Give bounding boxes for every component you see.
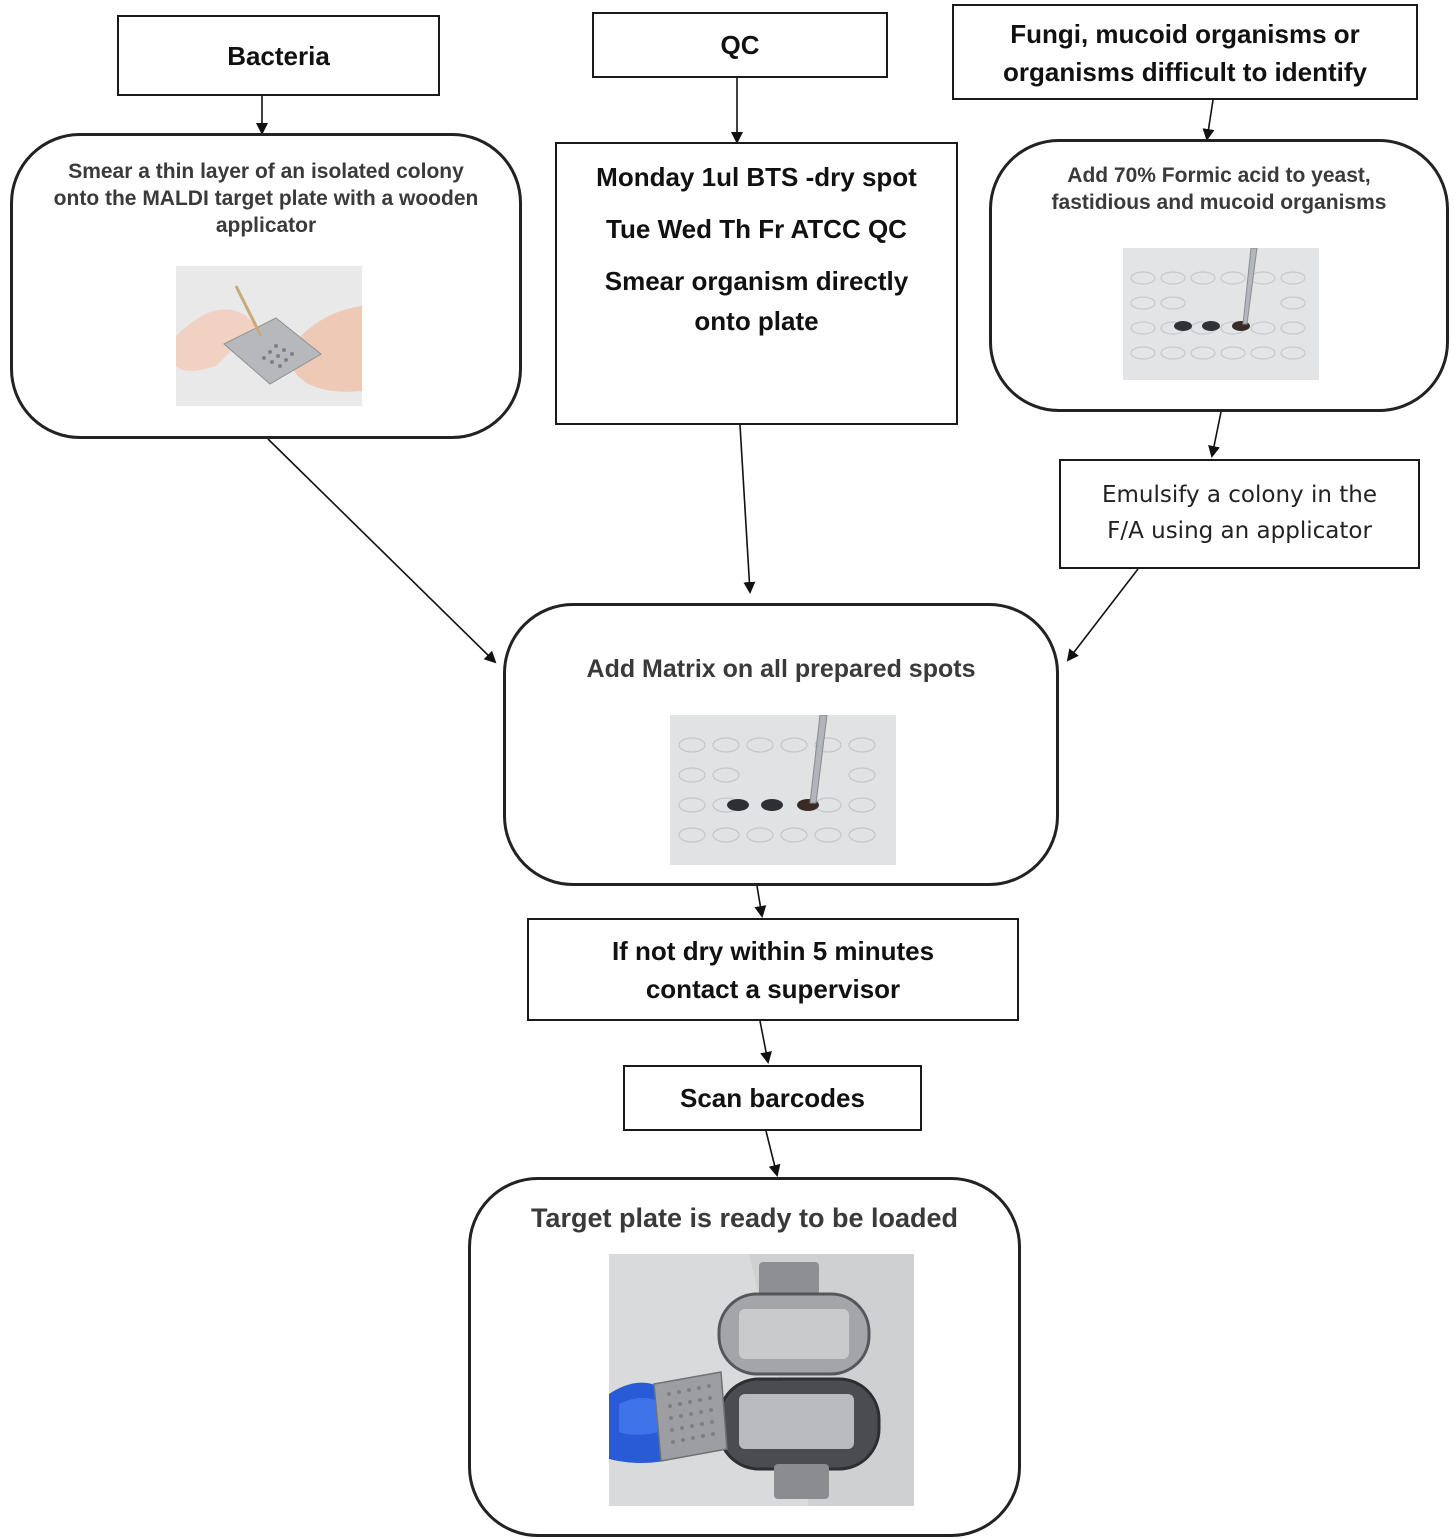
emulsify-box: Emulsify a colony in the F/A using an ap… [1059,459,1420,569]
arrow-formic-to-emulsify [1208,411,1222,458]
plate-ready-photo [609,1254,914,1506]
arrow-fungi-to-formic [1202,99,1215,141]
formic-text-line2: fastidious and mucoid organisms [1051,191,1387,214]
dry-check-box: If not dry within 5 minutes contact a su… [527,918,1019,1021]
qc-steps-line3: Smear organism directly [604,266,909,296]
arrow-smear-to-matrix [267,438,497,664]
formic-photo [1123,248,1319,380]
emulsify-text-line1: Emulsify a colony in the [1101,482,1377,508]
arrow-emulsify-to-matrix [1066,568,1139,662]
qc-box: QC [592,12,888,78]
plate-ready-label: Target plate is ready to be loaded [530,1203,959,1233]
scan-barcodes-label: Scan barcodes [680,1083,865,1113]
fungi-label-line2: organisms difficult to identify [1002,57,1367,87]
arrow-dry-to-scan [759,1020,772,1064]
qc-label: QC [720,30,760,60]
smear-step-box: Smear a thin layer of an isolated colony… [10,133,522,439]
qc-steps-line2: Tue Wed Th Fr ATCC QC [606,214,907,244]
fungi-label-line1: Fungi, mucoid organisms or [1010,19,1360,49]
dry-check-line1: If not dry within 5 minutes [611,936,935,966]
dry-check-line2: contact a supervisor [645,974,901,1004]
fungi-box: Fungi, mucoid organisms or organisms dif… [952,4,1418,100]
qc-steps-box: Monday 1ul BTS -dry spot Tue Wed Th Fr A… [555,142,958,425]
scan-barcodes-box: Scan barcodes [623,1065,922,1131]
smear-photo [176,266,362,406]
plate-ready-box: Target plate is ready to be loaded [468,1177,1021,1537]
formic-acid-box: Add 70% Formic acid to yeast, fastidious… [989,139,1449,412]
smear-text-line3: applicator [215,214,317,237]
smear-text-line1: Smear a thin layer of an isolated colony [68,160,464,183]
arrow-qcsteps-to-matrix [739,424,756,594]
bacteria-label: Bacteria [227,40,330,71]
matrix-photo [670,715,896,865]
qc-steps-line4: onto plate [694,306,819,336]
smear-text-line2: onto the MALDI target plate with a woode… [53,187,479,210]
matrix-label: Add Matrix on all prepared spots [586,655,976,683]
matrix-box: Add Matrix on all prepared spots [503,603,1059,886]
formic-text-line1: Add 70% Formic acid to yeast, [1067,164,1371,187]
qc-steps-line1: Monday 1ul BTS -dry spot [596,162,917,192]
bacteria-box: Bacteria [117,15,440,96]
emulsify-text-line2: F/A using an applicator [1107,518,1372,544]
arrow-matrix-to-dry [754,885,767,918]
arrow-scan-to-ready [765,1130,781,1177]
